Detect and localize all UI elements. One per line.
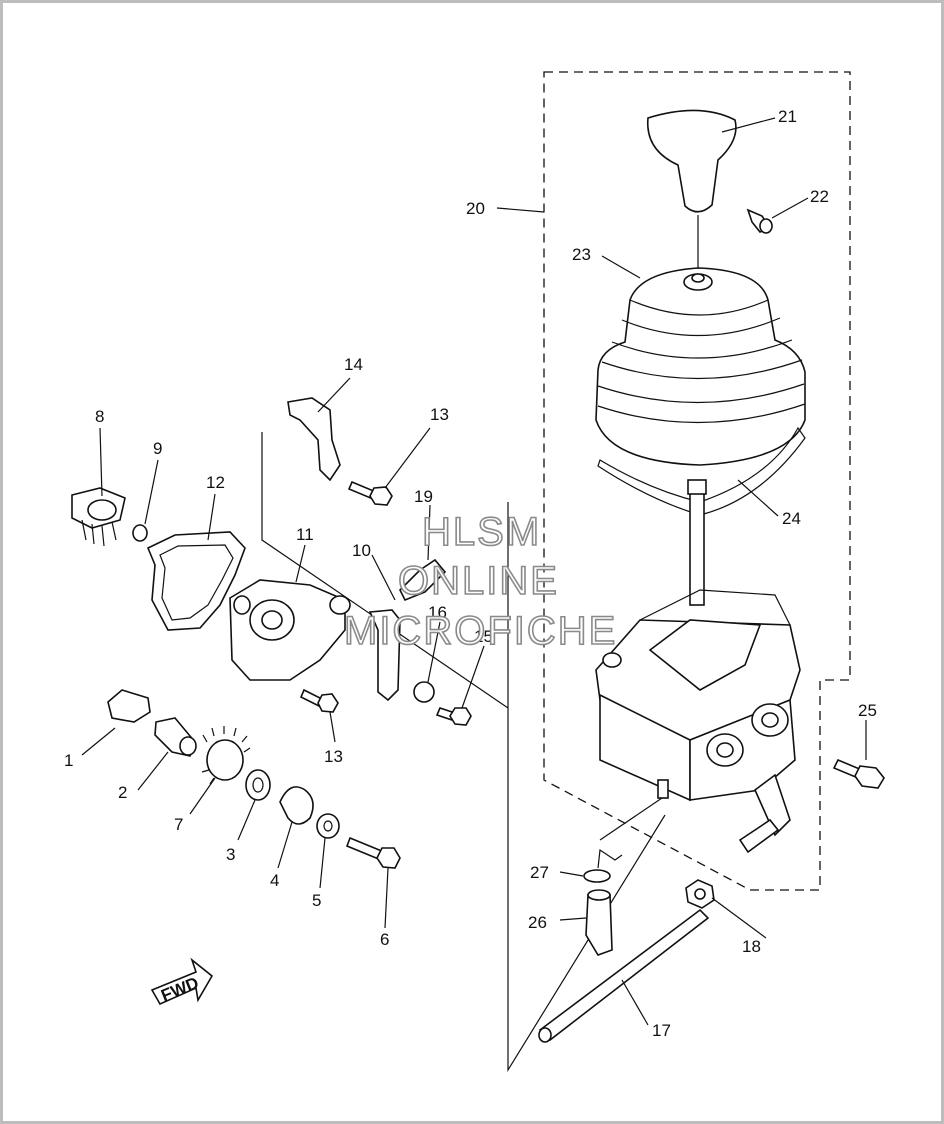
rubber-boot[interactable] xyxy=(595,267,806,466)
callout-4: 4 xyxy=(270,871,279,890)
fwd-label: FWD xyxy=(158,973,201,1005)
callout-11: 11 xyxy=(296,525,314,544)
callout-15: 15 xyxy=(474,627,493,646)
construction-line xyxy=(261,432,666,1073)
callout-25: 25 xyxy=(858,701,877,720)
part-8-actuator[interactable] xyxy=(71,487,126,547)
callout-20: 20 xyxy=(466,199,485,218)
spring-4[interactable] xyxy=(279,786,314,825)
washer-5[interactable] xyxy=(316,813,340,839)
part-1-cam[interactable] xyxy=(107,689,151,723)
callout-19: 19 xyxy=(414,487,433,506)
bolt-25[interactable] xyxy=(832,758,885,789)
bushing-2[interactable] xyxy=(154,717,197,757)
callout-10: 10 xyxy=(352,541,371,560)
remote-control-box[interactable] xyxy=(595,589,801,837)
boot-retaining-wire[interactable] xyxy=(597,426,806,516)
bolt-15[interactable] xyxy=(435,707,472,726)
watermark-line1: HLSM xyxy=(422,510,541,554)
leader-lines xyxy=(81,117,867,1026)
callout-13b: 13 xyxy=(324,747,343,766)
knob-pin[interactable] xyxy=(746,208,773,234)
callout-18: 18 xyxy=(742,937,761,956)
shift-knob[interactable] xyxy=(646,109,737,268)
callout-13a: 13 xyxy=(430,405,449,424)
shift-shaft xyxy=(687,479,707,606)
callouts: 1 2 7 3 4 5 6 8 9 12 11 14 13 19 10 16 1… xyxy=(64,107,877,1040)
callout-12: 12 xyxy=(206,473,225,492)
callout-23: 23 xyxy=(572,245,591,264)
lever-10[interactable] xyxy=(368,609,401,702)
callout-1: 1 xyxy=(64,751,73,770)
callout-17: 17 xyxy=(652,1021,671,1040)
callout-24: 24 xyxy=(782,509,801,528)
fwd-arrow-icon: FWD xyxy=(150,957,214,1005)
gasket-12[interactable] xyxy=(146,531,246,631)
bolt-13-upper[interactable] xyxy=(347,480,393,506)
callout-5: 5 xyxy=(312,891,321,910)
callout-2: 2 xyxy=(118,783,127,802)
bolt-6[interactable] xyxy=(345,836,401,869)
callout-9: 9 xyxy=(153,439,162,458)
callout-26: 26 xyxy=(528,913,547,932)
cable-joint[interactable] xyxy=(738,818,780,854)
gear-7[interactable] xyxy=(201,726,251,785)
callout-6: 6 xyxy=(380,930,389,949)
clip-27[interactable] xyxy=(583,848,623,883)
collar-26[interactable] xyxy=(585,889,613,956)
shift-rod[interactable] xyxy=(538,908,710,1043)
callout-14: 14 xyxy=(344,355,363,374)
washer-16[interactable] xyxy=(413,681,435,703)
watermark: HLSM ONLINE MICROFICHE xyxy=(343,509,617,654)
watermark-line3: MICROFICHE xyxy=(344,609,617,653)
bolt-13-lower[interactable] xyxy=(299,688,339,713)
spring-19[interactable] xyxy=(399,558,447,602)
watermark-line2: ONLINE xyxy=(398,559,559,603)
bracket-14[interactable] xyxy=(287,397,341,482)
o-ring-9[interactable] xyxy=(132,524,148,542)
callout-21: 21 xyxy=(778,107,797,126)
housing-11[interactable] xyxy=(229,579,351,681)
callout-22: 22 xyxy=(810,187,829,206)
callout-16: 16 xyxy=(428,603,447,622)
assembly-20-outline xyxy=(543,71,851,891)
callout-3: 3 xyxy=(226,845,235,864)
callout-7: 7 xyxy=(174,815,183,834)
nut-18[interactable] xyxy=(685,879,715,909)
callout-8: 8 xyxy=(95,407,104,426)
washer-3[interactable] xyxy=(245,769,271,801)
callout-27: 27 xyxy=(530,863,549,882)
